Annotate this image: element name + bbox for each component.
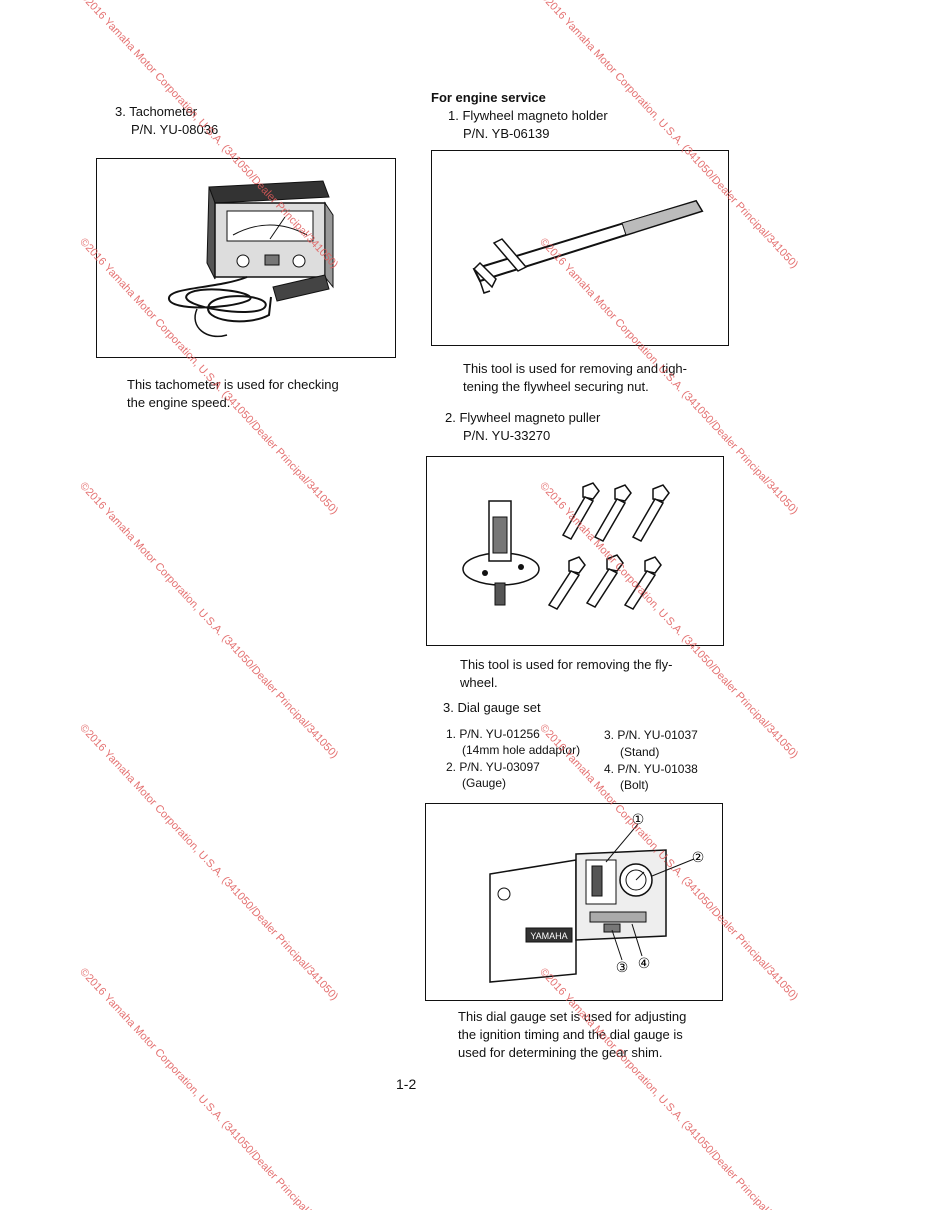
part-3-note: (Stand) bbox=[620, 745, 660, 759]
flywheel-puller-part-number: P/N. YU-33270 bbox=[463, 428, 551, 443]
part-1-note: (14mm hole addaptor) bbox=[462, 743, 581, 757]
callout-3: ③ bbox=[616, 960, 629, 976]
flywheel-puller-title: 2. Flywheel magneto puller bbox=[445, 410, 601, 425]
part-3-number: 3. P/N. YU-01037 bbox=[604, 728, 698, 742]
callout-1: ① bbox=[632, 812, 645, 828]
watermark-text: ©2016 Yamaha Motor Corporation, U.S.A. (… bbox=[537, 966, 801, 1210]
part-1-number: 1. P/N. YU-01256 bbox=[446, 727, 540, 741]
flywheel-holder-desc-line: This tool is used for removing and tigh- bbox=[463, 361, 687, 376]
watermark-text: ©2016 Yamaha Motor Corporation, U.S.A. (… bbox=[77, 722, 341, 1003]
tachometer-description: This tachometer is used for checking the… bbox=[127, 376, 393, 412]
part-4-number: 4. P/N. YU-01038 bbox=[604, 762, 698, 776]
tachometer-desc-line: the engine speed. bbox=[127, 395, 231, 410]
flywheel-holder-illustration bbox=[472, 199, 704, 294]
tachometer-desc-line: This tachometer is used for checking bbox=[127, 377, 339, 392]
flywheel-puller-illustration bbox=[462, 482, 670, 610]
dial-gauge-figure: YAMAHA ① ② ③ ④ bbox=[425, 803, 723, 1001]
tachometer-illustration bbox=[168, 180, 334, 338]
dial-gauge-desc-line: This dial gauge set is used for adjustin… bbox=[458, 1009, 687, 1024]
watermark-text: ©2016 Yamaha Motor Corporation, U.S.A. (… bbox=[77, 966, 341, 1210]
section-heading: For engine service bbox=[431, 90, 546, 105]
callout-4: ④ bbox=[638, 956, 651, 972]
flywheel-puller-desc-line: This tool is used for removing the fly- bbox=[460, 657, 673, 672]
dial-gauge-description: This dial gauge set is used for adjustin… bbox=[458, 1008, 720, 1062]
flywheel-puller-figure bbox=[426, 456, 724, 646]
part-4-note: (Bolt) bbox=[620, 778, 649, 792]
flywheel-holder-description: This tool is used for removing and tigh-… bbox=[463, 360, 725, 396]
part-2-note: (Gauge) bbox=[462, 776, 507, 790]
flywheel-holder-figure bbox=[431, 150, 729, 346]
tachometer-part-number: P/N. YU-08036 bbox=[131, 122, 219, 137]
dial-gauge-desc-line: the ignition timing and the dial gauge i… bbox=[458, 1027, 683, 1042]
flywheel-holder-title: 1. Flywheel magneto holder bbox=[448, 108, 608, 123]
flywheel-holder-part-number: P/N. YB-06139 bbox=[463, 126, 550, 141]
page-number: 1-2 bbox=[396, 1076, 417, 1092]
case-brand-label: YAMAHA bbox=[530, 931, 567, 941]
dial-gauge-title: 3. Dial gauge set bbox=[443, 700, 541, 715]
dial-gauge-desc-line: used for determining the gear shim. bbox=[458, 1045, 663, 1060]
dial-gauge-illustration: YAMAHA ① ② ③ ④ bbox=[489, 812, 705, 983]
flywheel-puller-desc-line: wheel. bbox=[460, 675, 498, 690]
flywheel-holder-desc-line: tening the flywheel securing nut. bbox=[463, 379, 649, 394]
tachometer-title: 3. Tachometer bbox=[115, 104, 198, 119]
tachometer-figure bbox=[96, 158, 396, 358]
callout-2: ② bbox=[692, 850, 705, 866]
flywheel-puller-description: This tool is used for removing the fly- … bbox=[460, 656, 722, 692]
watermark-text: ©2016 Yamaha Motor Corporation, U.S.A. (… bbox=[77, 480, 341, 761]
part-2-number: 2. P/N. YU-03097 bbox=[446, 760, 540, 774]
